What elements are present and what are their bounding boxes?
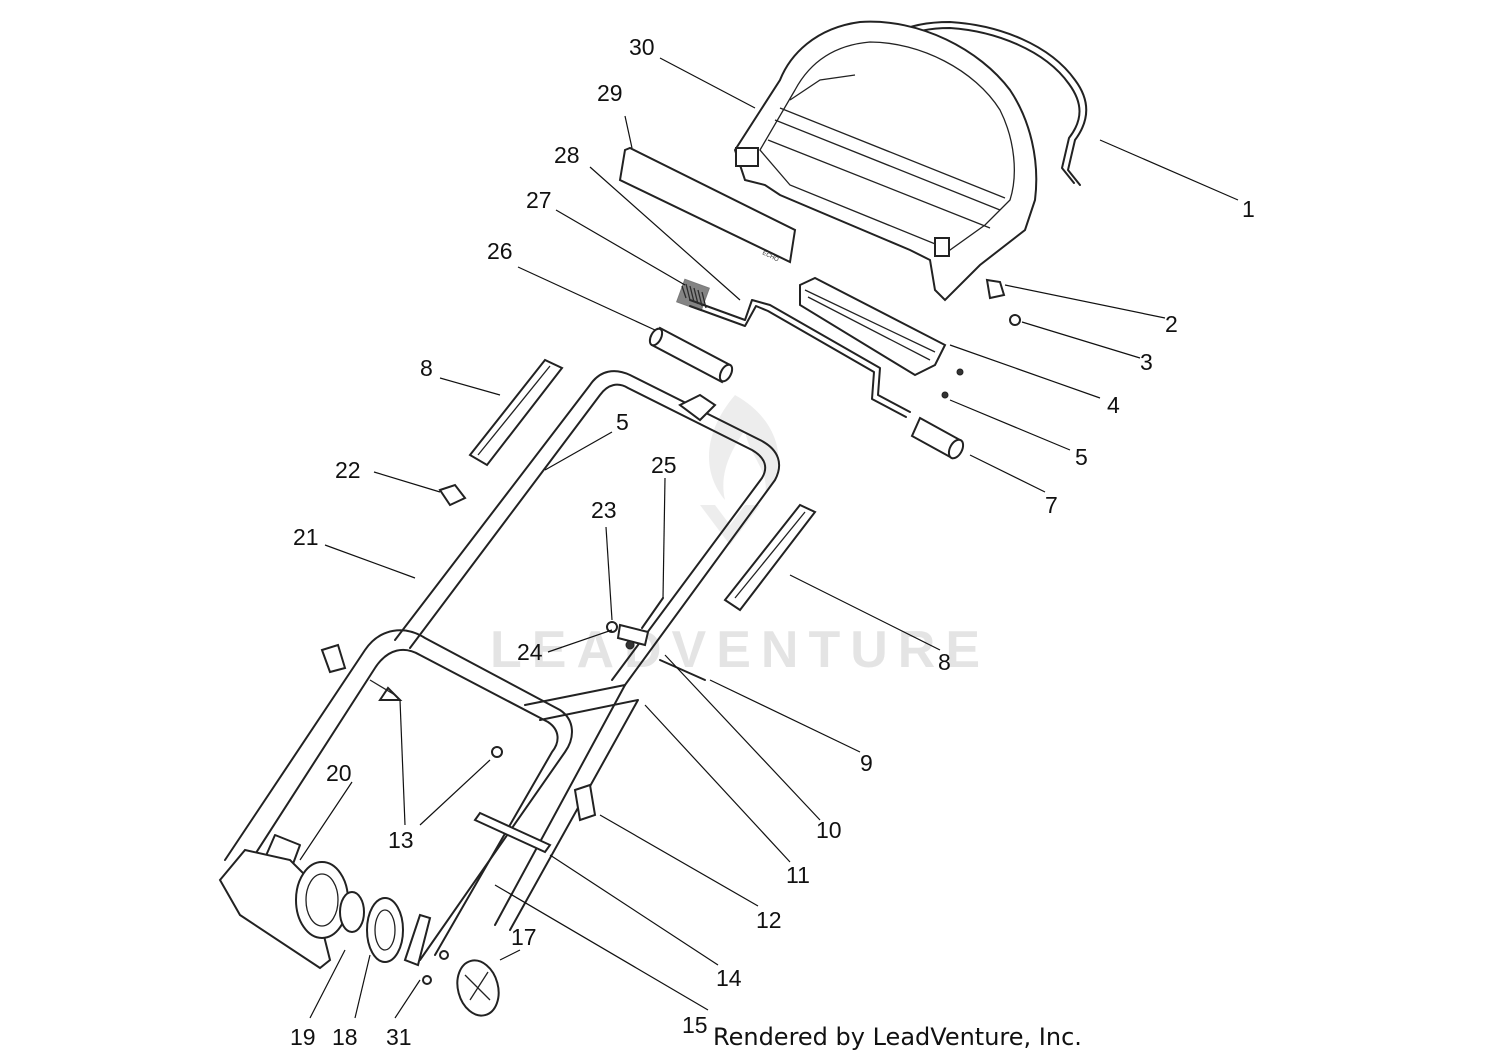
callout-23: 23 [591, 497, 617, 523]
callout-4: 4 [1107, 392, 1120, 418]
callout-12: 12 [756, 907, 782, 933]
callout-5-right: 5 [1075, 444, 1088, 470]
watermark-text: LEADVENTURE [490, 621, 990, 679]
callout-19: 19 [290, 1024, 316, 1050]
callout-8-left: 8 [420, 355, 433, 381]
wheel-assembly [218, 848, 500, 1017]
callout-15: 15 [682, 1012, 708, 1038]
callout-31: 31 [386, 1024, 412, 1050]
cable-adjuster-part [910, 416, 965, 460]
callout-29: 29 [597, 80, 623, 106]
callout-14: 14 [716, 965, 742, 991]
callout-10: 10 [816, 817, 842, 843]
spring-part [676, 278, 710, 312]
callout-8-right: 8 [938, 649, 951, 675]
upper-handle-part [394, 370, 781, 686]
callout-7: 7 [1045, 492, 1058, 518]
clip-part [985, 278, 1021, 326]
callout-20: 20 [326, 760, 352, 786]
callout-1: 1 [1242, 196, 1255, 222]
bracket-part [799, 276, 964, 399]
side-grip-left [468, 358, 564, 467]
lower-bracket-parts [473, 783, 597, 854]
callout-18: 18 [332, 1024, 358, 1050]
control-rod-part [689, 299, 911, 418]
callout-13: 13 [388, 827, 414, 853]
callout-9: 9 [860, 750, 873, 776]
callout-25: 25 [651, 452, 677, 478]
callout-17: 17 [511, 924, 537, 950]
render-credit: Rendered by LeadVenture, Inc. [713, 1023, 1082, 1051]
watermark: LEADVENTURE [490, 395, 990, 679]
foam-grip-part [648, 326, 734, 384]
callout-28: 28 [554, 142, 580, 168]
leader-lines [299, 57, 1239, 1019]
callout-22: 22 [335, 457, 361, 483]
side-grip-right [723, 503, 817, 612]
callout-3: 3 [1140, 349, 1153, 375]
handle-console-part [733, 20, 1038, 302]
knob-parts [320, 483, 503, 758]
callout-5-upper: 5 [616, 409, 629, 435]
callout-labels: 1 2 3 4 5 5 7 8 8 9 10 11 12 13 14 15 17… [290, 34, 1255, 1050]
cable-guide-parts [606, 597, 706, 681]
callout-26: 26 [487, 238, 513, 264]
callout-27: 27 [526, 187, 552, 213]
callout-30: 30 [629, 34, 655, 60]
callout-21: 21 [293, 524, 319, 550]
callout-24: 24 [517, 639, 543, 665]
callout-2: 2 [1165, 311, 1178, 337]
callout-11: 11 [786, 862, 810, 888]
